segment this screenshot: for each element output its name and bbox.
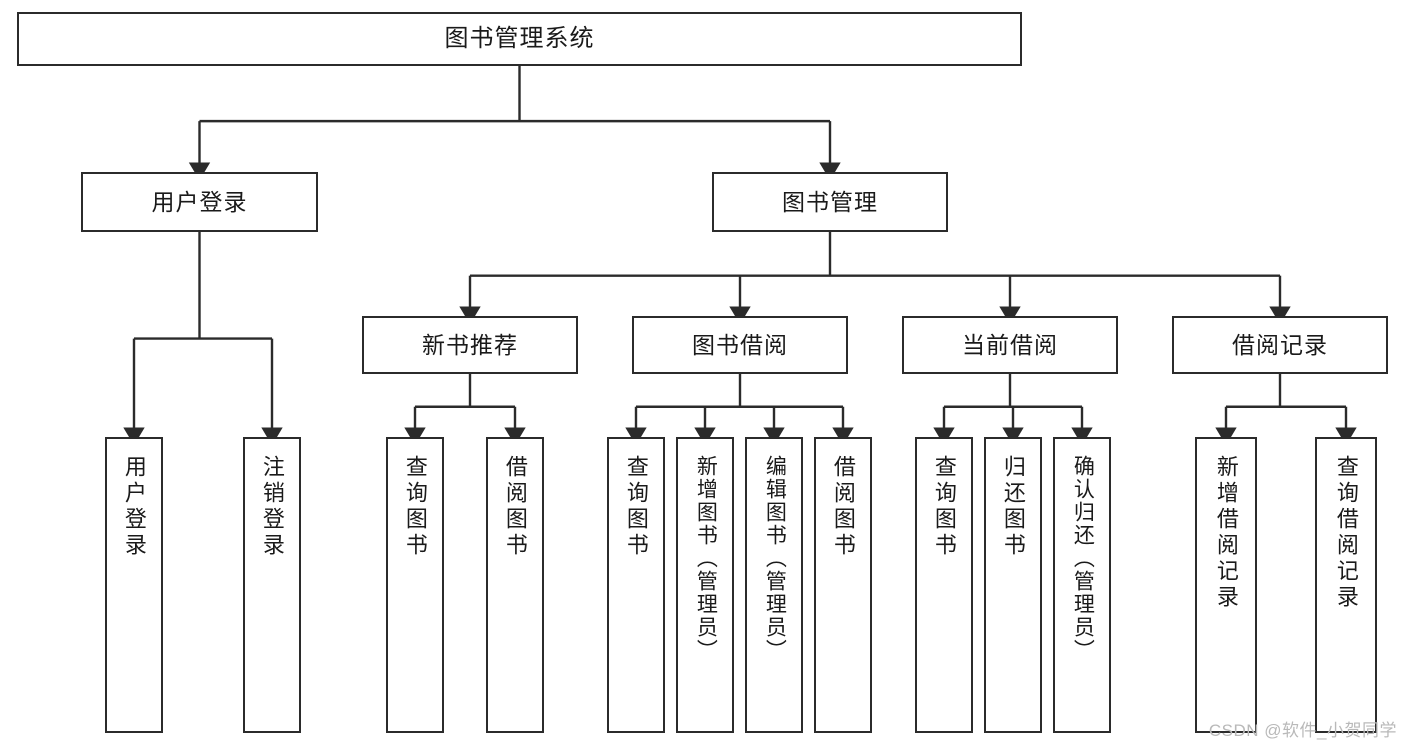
node-leaf-user-logout[interactable]: 注销登录 — [243, 437, 301, 733]
node-label: 当前借阅 — [962, 331, 1058, 358]
node-label: 查询借阅记录 — [1333, 455, 1359, 611]
node-label: 查询图书 — [931, 455, 957, 559]
node-label: 用户登录 — [121, 455, 147, 559]
node-label: 查询图书 — [402, 455, 428, 559]
node-leaf-bb-add[interactable]: 新增图书（管理员） — [676, 437, 734, 733]
node-leaf-rec-query[interactable]: 查询图书 — [386, 437, 444, 733]
node-borrow-record[interactable]: 借阅记录 — [1172, 316, 1388, 374]
node-label: 确认归还（管理员） — [1071, 455, 1095, 662]
node-label: 新书推荐 — [422, 331, 518, 358]
node-root[interactable]: 图书管理系统 — [17, 12, 1022, 66]
node-leaf-rec-borrow[interactable]: 借阅图书 — [486, 437, 544, 733]
node-label: 借阅图书 — [830, 455, 856, 559]
node-label: 图书借阅 — [692, 331, 788, 358]
node-label: 借阅记录 — [1232, 331, 1328, 358]
node-label: 图书管理 — [782, 188, 878, 215]
node-label: 图书管理系统 — [444, 25, 595, 52]
node-leaf-cb-return[interactable]: 归还图书 — [984, 437, 1042, 733]
node-leaf-user-login[interactable]: 用户登录 — [105, 437, 163, 733]
node-label: 用户登录 — [151, 188, 248, 215]
node-label: 新增借阅记录 — [1213, 455, 1239, 611]
node-leaf-bb-edit[interactable]: 编辑图书（管理员） — [745, 437, 803, 733]
node-book-manage[interactable]: 图书管理 — [712, 172, 948, 232]
node-label: 借阅图书 — [502, 455, 528, 559]
node-label: 编辑图书（管理员） — [763, 455, 787, 662]
node-label: 归还图书 — [1000, 455, 1026, 559]
node-leaf-bb-borrow[interactable]: 借阅图书 — [814, 437, 872, 733]
node-leaf-cb-confirm[interactable]: 确认归还（管理员） — [1053, 437, 1111, 733]
node-label: 注销登录 — [259, 455, 285, 559]
node-leaf-br-add[interactable]: 新增借阅记录 — [1195, 437, 1257, 733]
node-book-borrow[interactable]: 图书借阅 — [632, 316, 848, 374]
node-current-borrow[interactable]: 当前借阅 — [902, 316, 1118, 374]
node-label: 新增图书（管理员） — [694, 455, 718, 662]
node-user-login[interactable]: 用户登录 — [81, 172, 318, 232]
node-label: 查询图书 — [623, 455, 649, 559]
node-leaf-br-query[interactable]: 查询借阅记录 — [1315, 437, 1377, 733]
watermark-text: CSDN @软件_小贺同学 — [1208, 721, 1397, 740]
node-leaf-bb-query[interactable]: 查询图书 — [607, 437, 665, 733]
node-new-book-rec[interactable]: 新书推荐 — [362, 316, 578, 374]
node-leaf-cb-query[interactable]: 查询图书 — [915, 437, 973, 733]
